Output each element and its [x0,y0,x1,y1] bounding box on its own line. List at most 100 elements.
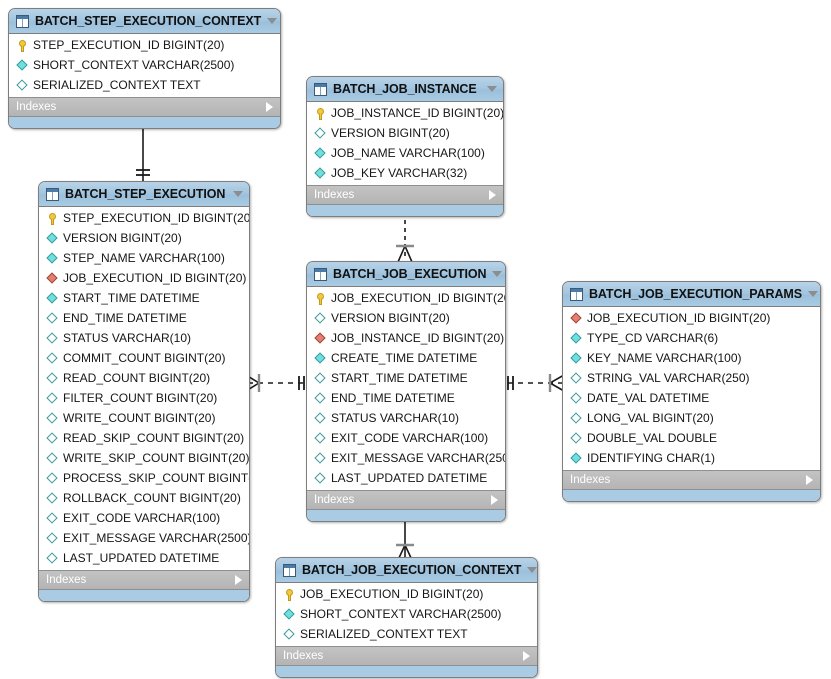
column-row[interactable]: LAST_UPDATED DATETIME [39,548,249,568]
relationship-job-execution-to-step-execution[interactable] [244,370,312,396]
column-row[interactable]: READ_SKIP_COUNT BIGINT(20) [39,428,249,448]
column-row[interactable]: SERIALIZED_CONTEXT TEXT [276,624,537,644]
table-header[interactable]: BATCH_STEP_EXECUTION_CONTEXT [9,9,280,34]
column-label: EXIT_CODE VARCHAR(100) [63,511,221,525]
table-title: BATCH_JOB_EXECUTION [333,266,487,281]
indexes-section[interactable]: Indexes [307,490,505,509]
table-header[interactable]: BATCH_JOB_EXECUTION [307,262,505,287]
caret-down-icon[interactable] [487,86,497,92]
column-row[interactable]: ROLLBACK_COUNT BIGINT(20) [39,488,249,508]
column-label: EXIT_MESSAGE VARCHAR(2500) [331,451,506,465]
column-row[interactable]: JOB_INSTANCE_ID BIGINT(20) [307,328,505,348]
column-row[interactable]: START_TIME DATETIME [307,368,505,388]
column-row[interactable]: WRITE_SKIP_COUNT BIGINT(20) [39,448,249,468]
caret-down-icon[interactable] [807,291,818,297]
hollow-diamond-icon [570,392,583,405]
column-row[interactable]: LAST_UPDATED DATETIME [307,468,505,488]
table-batch-job-instance[interactable]: BATCH_JOB_INSTANCE JOB_INSTANCE_ID BIGIN… [306,76,504,217]
hollow-diamond-icon [314,432,327,445]
caret-right-icon[interactable] [235,575,242,585]
indexes-label: Indexes [46,574,87,586]
hollow-diamond-icon [46,472,59,485]
column-row[interactable]: SERIALIZED_CONTEXT TEXT [9,75,280,95]
column-row[interactable]: DOUBLE_VAL DOUBLE [563,428,820,448]
table-batch-job-execution-params[interactable]: BATCH_JOB_EXECUTION_PARAMS JOB_EXECUTION… [562,281,821,502]
column-row[interactable]: PROCESS_SKIP_COUNT BIGINT(20) [39,468,249,488]
indexes-section[interactable]: Indexes [276,646,537,665]
column-label: LONG_VAL BIGINT(20) [587,411,714,425]
caret-right-icon[interactable] [806,475,813,485]
column-label: VERSION BIGINT(20) [63,231,182,245]
column-row[interactable]: STATUS VARCHAR(10) [39,328,249,348]
column-row[interactable]: SHORT_CONTEXT VARCHAR(2500) [276,604,537,624]
table-header[interactable]: BATCH_JOB_INSTANCE [307,77,503,102]
table-header[interactable]: BATCH_STEP_EXECUTION [39,182,249,207]
column-row[interactable]: WRITE_COUNT BIGINT(20) [39,408,249,428]
column-row[interactable]: FILTER_COUNT BIGINT(20) [39,388,249,408]
column-row[interactable]: VERSION BIGINT(20) [307,308,505,328]
table-title: BATCH_STEP_EXECUTION [65,186,226,201]
caret-down-icon[interactable] [527,567,537,573]
column-row[interactable]: COMMIT_COUNT BIGINT(20) [39,348,249,368]
column-row[interactable]: SHORT_CONTEXT VARCHAR(2500) [9,55,280,75]
table-batch-step-execution[interactable]: BATCH_STEP_EXECUTION STEP_EXECUTION_ID B… [38,181,250,602]
caret-down-icon[interactable] [233,191,243,197]
column-row[interactable]: STEP_EXECUTION_ID BIGINT(20) [9,35,280,55]
relationship-job-execution-to-job-execution-params[interactable] [504,370,566,396]
column-row[interactable]: CREATE_TIME DATETIME [307,348,505,368]
indexes-section[interactable]: Indexes [307,185,503,204]
column-row[interactable]: STATUS VARCHAR(10) [307,408,505,428]
column-row[interactable]: EXIT_CODE VARCHAR(100) [39,508,249,528]
table-batch-job-execution[interactable]: BATCH_JOB_EXECUTION JOB_EXECUTION_ID BIG… [306,261,506,522]
caret-right-icon[interactable] [489,190,496,200]
column-label: PROCESS_SKIP_COUNT BIGINT(20) [63,471,250,485]
column-row[interactable]: END_TIME DATETIME [307,388,505,408]
column-label: KEY_NAME VARCHAR(100) [587,351,742,365]
caret-down-icon[interactable] [492,271,503,277]
column-row[interactable]: TYPE_CD VARCHAR(6) [563,328,820,348]
column-row[interactable]: LONG_VAL BIGINT(20) [563,408,820,428]
caret-right-icon[interactable] [523,651,530,661]
column-label: TYPE_CD VARCHAR(6) [587,331,719,345]
column-row[interactable]: JOB_KEY VARCHAR(32) [307,163,503,183]
caret-down-icon[interactable] [267,18,278,24]
column-row[interactable]: KEY_NAME VARCHAR(100) [563,348,820,368]
column-row[interactable]: VERSION BIGINT(20) [39,228,249,248]
column-row[interactable]: STEP_EXECUTION_ID BIGINT(20) [39,208,249,228]
column-row[interactable]: VERSION BIGINT(20) [307,123,503,143]
indexes-section[interactable]: Indexes [9,97,280,116]
table-batch-step-execution-context[interactable]: BATCH_STEP_EXECUTION_CONTEXT STEP_EXECUT… [8,8,281,129]
table-footer [307,204,503,216]
table-batch-job-execution-context[interactable]: BATCH_JOB_EXECUTION_CONTEXT JOB_EXECUTIO… [275,557,538,678]
column-row[interactable]: IDENTIFYING CHAR(1) [563,448,820,468]
column-row[interactable]: STRING_VAL VARCHAR(250) [563,368,820,388]
column-row[interactable]: JOB_INSTANCE_ID BIGINT(20) [307,103,503,123]
column-label: START_TIME DATETIME [63,291,200,305]
hollow-diamond-icon [16,79,29,92]
column-row[interactable]: EXIT_MESSAGE VARCHAR(2500) [307,448,505,468]
column-row[interactable]: DATE_VAL DATETIME [563,388,820,408]
column-list: JOB_EXECUTION_ID BIGINT(20) TYPE_CD VARC… [563,307,820,470]
table-header[interactable]: BATCH_JOB_EXECUTION_PARAMS [563,282,820,307]
column-row[interactable]: JOB_EXECUTION_ID BIGINT(20) [307,288,505,308]
column-row[interactable]: EXIT_MESSAGE VARCHAR(2500) [39,528,249,548]
column-row[interactable]: JOB_NAME VARCHAR(100) [307,143,503,163]
hollow-diamond-icon [314,127,327,140]
indexes-section[interactable]: Indexes [563,470,820,489]
column-row[interactable]: JOB_EXECUTION_ID BIGINT(20) [39,268,249,288]
column-list: JOB_EXECUTION_ID BIGINT(20) SHORT_CONTEX… [276,583,537,646]
column-row[interactable]: STEP_NAME VARCHAR(100) [39,248,249,268]
column-label: EXIT_CODE VARCHAR(100) [331,431,489,445]
column-row[interactable]: READ_COUNT BIGINT(20) [39,368,249,388]
column-row[interactable]: START_TIME DATETIME [39,288,249,308]
column-row[interactable]: EXIT_CODE VARCHAR(100) [307,428,505,448]
caret-right-icon[interactable] [491,495,498,505]
column-row[interactable]: END_TIME DATETIME [39,308,249,328]
caret-right-icon[interactable] [266,102,273,112]
column-row[interactable]: JOB_EXECUTION_ID BIGINT(20) [563,308,820,328]
table-header[interactable]: BATCH_JOB_EXECUTION_CONTEXT [276,558,537,583]
indexes-section[interactable]: Indexes [39,570,249,589]
column-label: SHORT_CONTEXT VARCHAR(2500) [300,607,502,621]
column-row[interactable]: JOB_EXECUTION_ID BIGINT(20) [276,584,537,604]
